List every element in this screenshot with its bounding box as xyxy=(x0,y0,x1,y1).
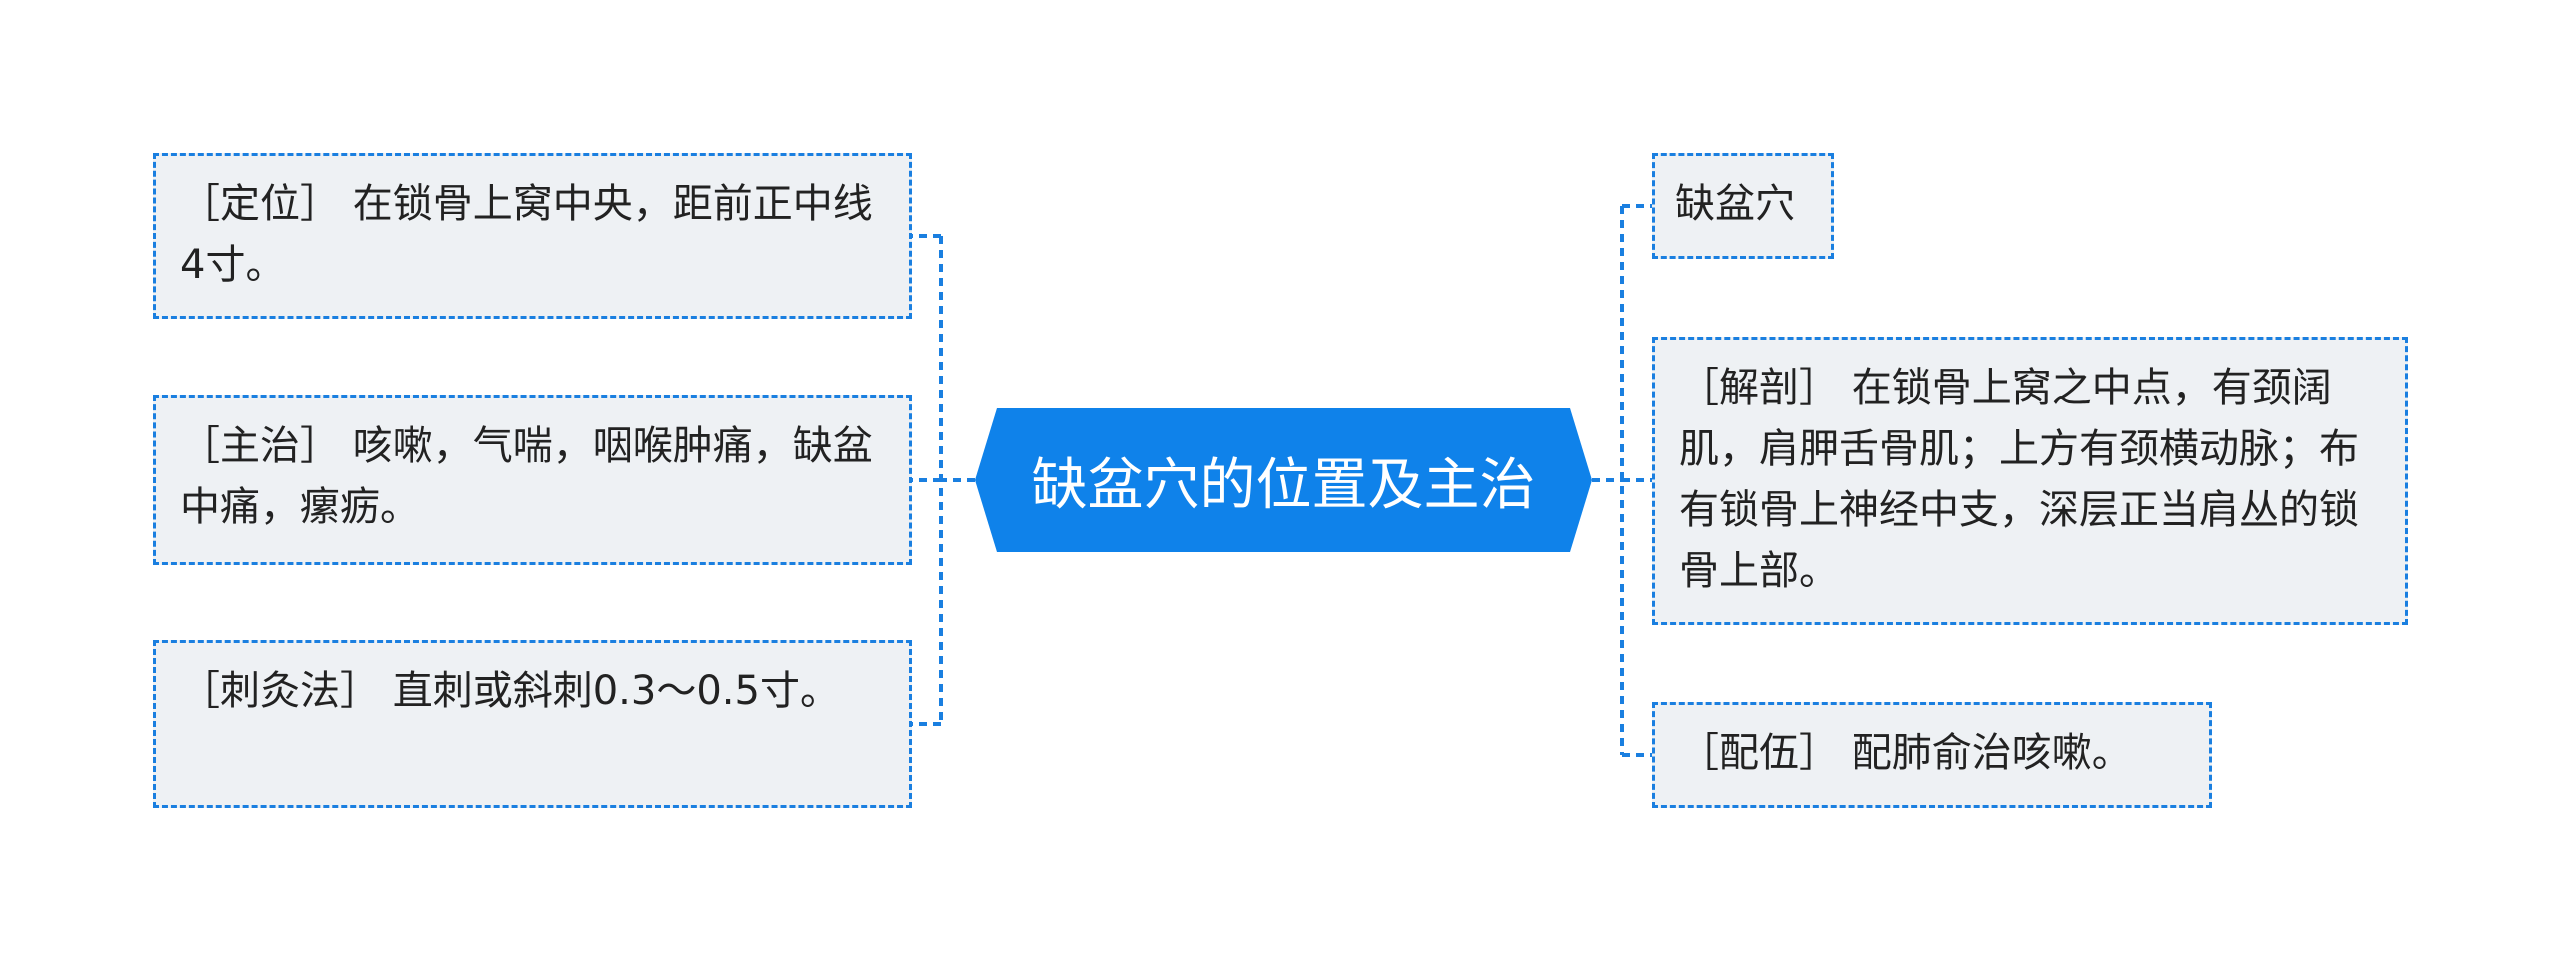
central-topic-title: 缺盆穴的位置及主治 xyxy=(1031,452,1536,518)
right-node-combination[interactable]: ［配伍］ 配肺俞治咳嗽。 xyxy=(1652,702,2212,808)
central-topic[interactable]: 缺盆穴的位置及主治 xyxy=(975,408,1592,552)
right-node-point-name[interactable]: 缺盆穴 xyxy=(1652,153,1834,259)
left-node-location[interactable]: ［定位］ 在锁骨上窝中央，距前正中线4寸。 xyxy=(153,153,912,319)
left-node-indications[interactable]: ［主治］ 咳嗽，气喘，咽喉肿痛，缺盆中痛，瘰疬。 xyxy=(153,395,912,565)
central-topic-shape xyxy=(975,408,1592,552)
left-node-needling[interactable]: ［刺灸法］ 直刺或斜刺0.3～0.5寸。 xyxy=(153,640,912,808)
right-node-anatomy[interactable]: ［解剖］ 在锁骨上窝之中点，有颈阔肌，肩胛舌骨肌；上方有颈横动脉；布有锁骨上神经… xyxy=(1652,337,2408,625)
